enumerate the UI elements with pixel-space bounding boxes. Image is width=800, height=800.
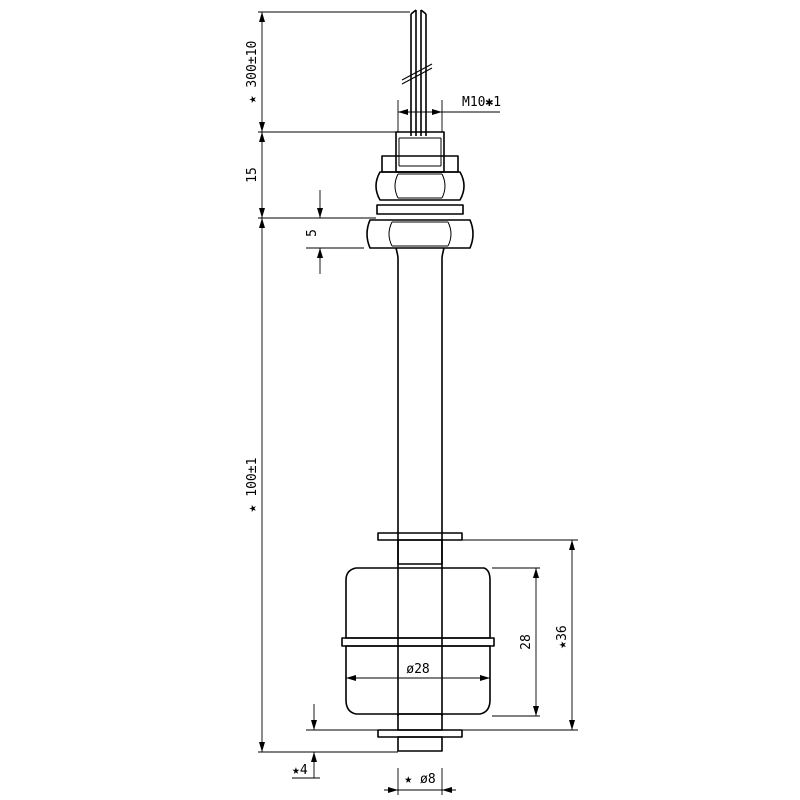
float-height-label: 28 bbox=[519, 634, 534, 650]
thread-spec-label: M10✱1 bbox=[462, 95, 501, 110]
float-diameter-label: ø28 bbox=[406, 662, 429, 677]
dimension-labels: ★ 300±10 M10✱1 15 5 ★ 100±1 28 ★36 ø28 ★… bbox=[245, 41, 570, 787]
lower-stop-collar bbox=[377, 713, 463, 752]
cable-length-label: ★ 300±10 bbox=[245, 41, 260, 104]
end-offset-label: ★4 bbox=[292, 763, 308, 778]
dimension-lines bbox=[259, 12, 575, 793]
extension-lines bbox=[258, 11, 578, 795]
threaded-fitting bbox=[381, 131, 459, 173]
lead-wires bbox=[401, 9, 433, 136]
fitting-height-label: 15 bbox=[245, 167, 260, 183]
stem-length-label: ★ 100±1 bbox=[245, 458, 260, 513]
stem bbox=[395, 247, 445, 716]
upper-stop-collar bbox=[377, 532, 463, 565]
stem-diameter-label: ★ ø8 bbox=[404, 772, 435, 787]
nut-gap-label: 5 bbox=[305, 229, 320, 237]
mounting-flange bbox=[366, 219, 474, 249]
upper-hex-nut bbox=[375, 171, 465, 201]
float-body bbox=[341, 567, 495, 715]
stop-span-label: ★36 bbox=[555, 625, 570, 648]
washer bbox=[376, 204, 464, 215]
